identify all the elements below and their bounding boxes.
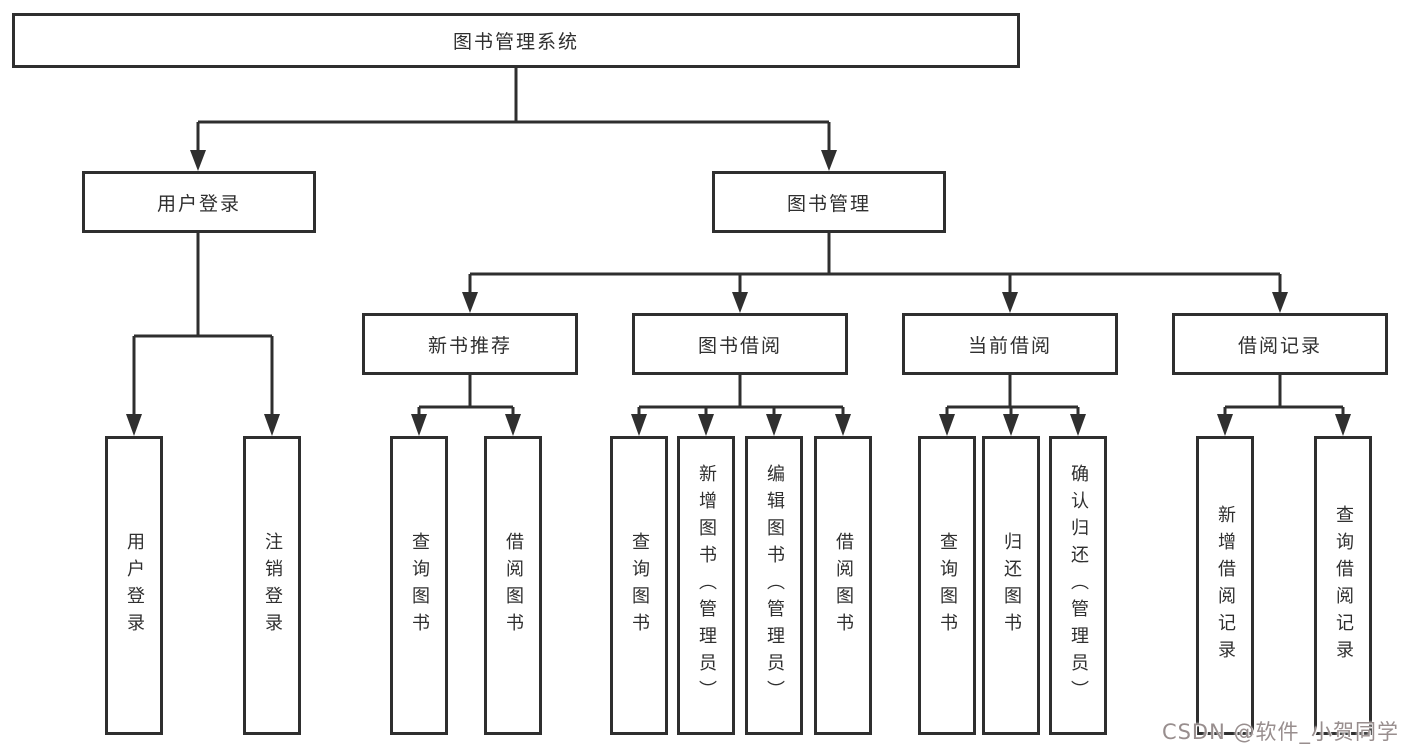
leaf-add-books-admin-label: 新增图书（管理员）: [696, 464, 717, 707]
leaf-borrow-books: 借阅图书: [814, 436, 872, 735]
leaf-user-login-label: 用户登录: [124, 531, 145, 640]
leaf-add-borrow-record: 新增借阅记录: [1196, 436, 1254, 735]
node-book-management-label: 图书管理: [786, 192, 871, 215]
leaf-confirm-return-admin: 确认归还（管理员）: [1049, 436, 1107, 735]
leaf-query-borrow-record-label: 查询借阅记录: [1333, 504, 1354, 667]
leaf-query-books-recommend-label: 查询图书: [409, 531, 430, 640]
leaf-confirm-return-admin-label: 确认归还（管理员）: [1068, 464, 1089, 707]
leaf-return-books: 归还图书: [982, 436, 1040, 735]
node-root-label: 图书管理系统: [452, 31, 579, 53]
node-current-borrow-label: 当前借阅: [967, 334, 1052, 357]
leaf-borrow-books-recommend-label: 借阅图书: [503, 531, 524, 640]
leaf-add-borrow-record-label: 新增借阅记录: [1215, 504, 1236, 667]
leaf-borrow-books-label: 借阅图书: [833, 531, 854, 640]
leaf-borrow-books-recommend: 借阅图书: [484, 436, 542, 735]
leaf-edit-books-admin-label: 编辑图书（管理员）: [764, 464, 785, 707]
leaf-return-books-label: 归还图书: [1001, 531, 1022, 640]
node-book-borrow-label: 图书借阅: [697, 334, 782, 357]
node-borrow-records-label: 借阅记录: [1237, 334, 1322, 357]
node-new-book-recommend-label: 新书推荐: [427, 334, 512, 357]
node-book-management: 图书管理: [712, 171, 946, 233]
leaf-logout: 注销登录: [243, 436, 301, 735]
node-new-book-recommend: 新书推荐: [362, 313, 578, 375]
leaf-query-books-borrow: 查询图书: [610, 436, 668, 735]
leaf-edit-books-admin: 编辑图书（管理员）: [745, 436, 803, 735]
csdn-watermark: CSDN @软件_小贺同学: [1161, 720, 1399, 744]
leaf-logout-label: 注销登录: [262, 531, 283, 640]
leaf-query-books-recommend: 查询图书: [390, 436, 448, 735]
leaf-user-login: 用户登录: [105, 436, 163, 735]
leaf-query-books-borrow-label: 查询图书: [629, 531, 650, 640]
leaf-query-borrow-record: 查询借阅记录: [1314, 436, 1372, 735]
leaf-query-books-current: 查询图书: [918, 436, 976, 735]
node-root: 图书管理系统: [12, 13, 1020, 68]
node-book-borrow: 图书借阅: [632, 313, 848, 375]
leaf-add-books-admin: 新增图书（管理员）: [677, 436, 735, 735]
node-borrow-records: 借阅记录: [1172, 313, 1388, 375]
leaf-query-books-current-label: 查询图书: [937, 531, 958, 640]
node-current-borrow: 当前借阅: [902, 313, 1118, 375]
node-user-login-label: 用户登录: [156, 192, 241, 215]
node-user-login: 用户登录: [82, 171, 316, 233]
